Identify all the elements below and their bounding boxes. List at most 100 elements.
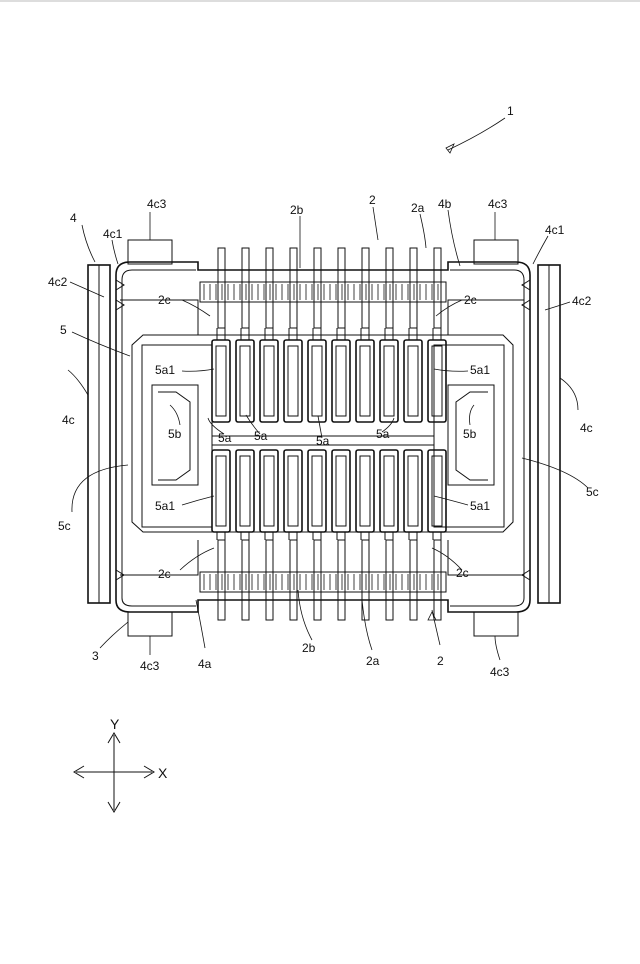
label-2c-br: 2c	[456, 566, 469, 580]
contact-beam-top	[217, 328, 225, 340]
contact-beam-bottom	[385, 532, 393, 540]
label-4c-right: 4c	[580, 421, 593, 435]
axis-indicator: Y X	[74, 716, 168, 812]
label-4c1-right: 4c1	[545, 223, 565, 237]
contact-beam-top	[409, 328, 417, 340]
slot-lower	[332, 450, 350, 532]
label-4b: 4b	[438, 197, 452, 211]
terminal-pin-top	[362, 248, 369, 328]
label-5c-right: 5c	[586, 485, 599, 499]
label-4c-left: 4c	[62, 413, 75, 427]
label-assembly: 1	[507, 104, 514, 118]
label-4c3-br: 4c3	[490, 665, 510, 679]
label-5a1-tl: 5a1	[155, 363, 175, 377]
contact-beam-bottom	[217, 532, 225, 540]
terminal-pin-top	[434, 248, 441, 328]
slot-lower	[308, 450, 326, 532]
axis-y-label: Y	[110, 716, 120, 732]
slot-upper	[404, 340, 422, 422]
label-4c3-bl: 4c3	[140, 659, 160, 673]
contact-beam-bottom	[337, 532, 345, 540]
terminal-pin-top	[314, 248, 321, 328]
contact-beam-top	[433, 328, 441, 340]
label-2b-top: 2b	[290, 203, 304, 217]
label-2c-tl: 2c	[158, 293, 171, 307]
label-4a: 4a	[198, 657, 212, 671]
terminal-pin-bottom	[338, 540, 345, 620]
terminal-band-top	[200, 282, 446, 302]
label-housing: 3	[92, 649, 99, 663]
slot-lower-inner	[312, 456, 322, 526]
terminal-pin-bottom	[314, 540, 321, 620]
contact-beam-bottom	[313, 532, 321, 540]
slot-lower	[236, 450, 254, 532]
slot-upper	[332, 340, 350, 422]
slot-lower	[404, 450, 422, 532]
terminal-pin-bottom	[266, 540, 273, 620]
contact-beam-bottom	[265, 532, 273, 540]
label-5b-right: 5b	[463, 427, 477, 441]
slot-upper-inner	[288, 346, 298, 416]
contact-beam-bottom	[361, 532, 369, 540]
slot-upper-inner	[312, 346, 322, 416]
reference-labels: 1 4 4c1 4c3 4c2 5 4c 5c 2b 2 2a 4b 4c3 4…	[48, 104, 599, 679]
label-5a-2: 5a	[254, 429, 268, 443]
slot-upper	[236, 340, 254, 422]
slot-upper	[260, 340, 278, 422]
label-2-bottom: 2	[437, 654, 444, 668]
slot-upper-inner	[360, 346, 370, 416]
slot-lower-inner	[216, 456, 226, 526]
slot-upper	[380, 340, 398, 422]
slot-lower-inner	[288, 456, 298, 526]
contact-beam-top	[265, 328, 273, 340]
slot-upper	[212, 340, 230, 422]
slot-lower	[380, 450, 398, 532]
slot-upper	[428, 340, 446, 422]
label-5a1-br: 5a1	[470, 499, 490, 513]
slot-upper-inner	[336, 346, 346, 416]
contact-beam-bottom	[241, 532, 249, 540]
label-4c3-tr: 4c3	[488, 197, 508, 211]
contact-beam-bottom	[289, 532, 297, 540]
label-4c1-left: 4c1	[103, 227, 123, 241]
contact-beam-top	[361, 328, 369, 340]
slot-upper-inner	[384, 346, 394, 416]
slot-upper	[284, 340, 302, 422]
terminal-band-bottom	[200, 572, 446, 592]
terminal-pin-top	[290, 248, 297, 328]
label-2b-bottom: 2b	[302, 641, 316, 655]
terminal-pin-top	[266, 248, 273, 328]
slot-lower	[260, 450, 278, 532]
terminal-pin-bottom	[242, 540, 249, 620]
leader-lines	[68, 118, 588, 660]
label-2a-bottom: 2a	[366, 654, 380, 668]
terminal-pin-top	[218, 248, 225, 328]
label-4c2-left: 4c2	[48, 275, 68, 289]
terminal-pin-top	[338, 248, 345, 328]
contact-beam-bottom	[409, 532, 417, 540]
terminal-pin-bottom	[218, 540, 225, 620]
label-5a-4: 5a	[376, 427, 390, 441]
slot-lower	[212, 450, 230, 532]
contact-beam-top	[313, 328, 321, 340]
slot-lower-inner	[360, 456, 370, 526]
slot-lower-inner	[336, 456, 346, 526]
contact-beam-top	[241, 328, 249, 340]
contact-beam-top	[385, 328, 393, 340]
label-5a1-tr: 5a1	[470, 363, 490, 377]
slot-lower-inner	[264, 456, 274, 526]
label-5a-1: 5a	[218, 431, 232, 445]
slot-upper-inner	[216, 346, 226, 416]
slot-upper-inner	[408, 346, 418, 416]
label-4c3-tl: 4c3	[147, 197, 167, 211]
label-2a-top: 2a	[411, 201, 425, 215]
terminal-pin-top	[242, 248, 249, 328]
label-insulator: 5	[60, 323, 67, 337]
label-frame: 4	[70, 211, 77, 225]
contact-beam-top	[337, 328, 345, 340]
label-5a1-bl: 5a1	[155, 499, 175, 513]
contact-beam-bottom	[433, 532, 441, 540]
terminal-pin-top	[386, 248, 393, 328]
terminal-pin-bottom	[386, 540, 393, 620]
